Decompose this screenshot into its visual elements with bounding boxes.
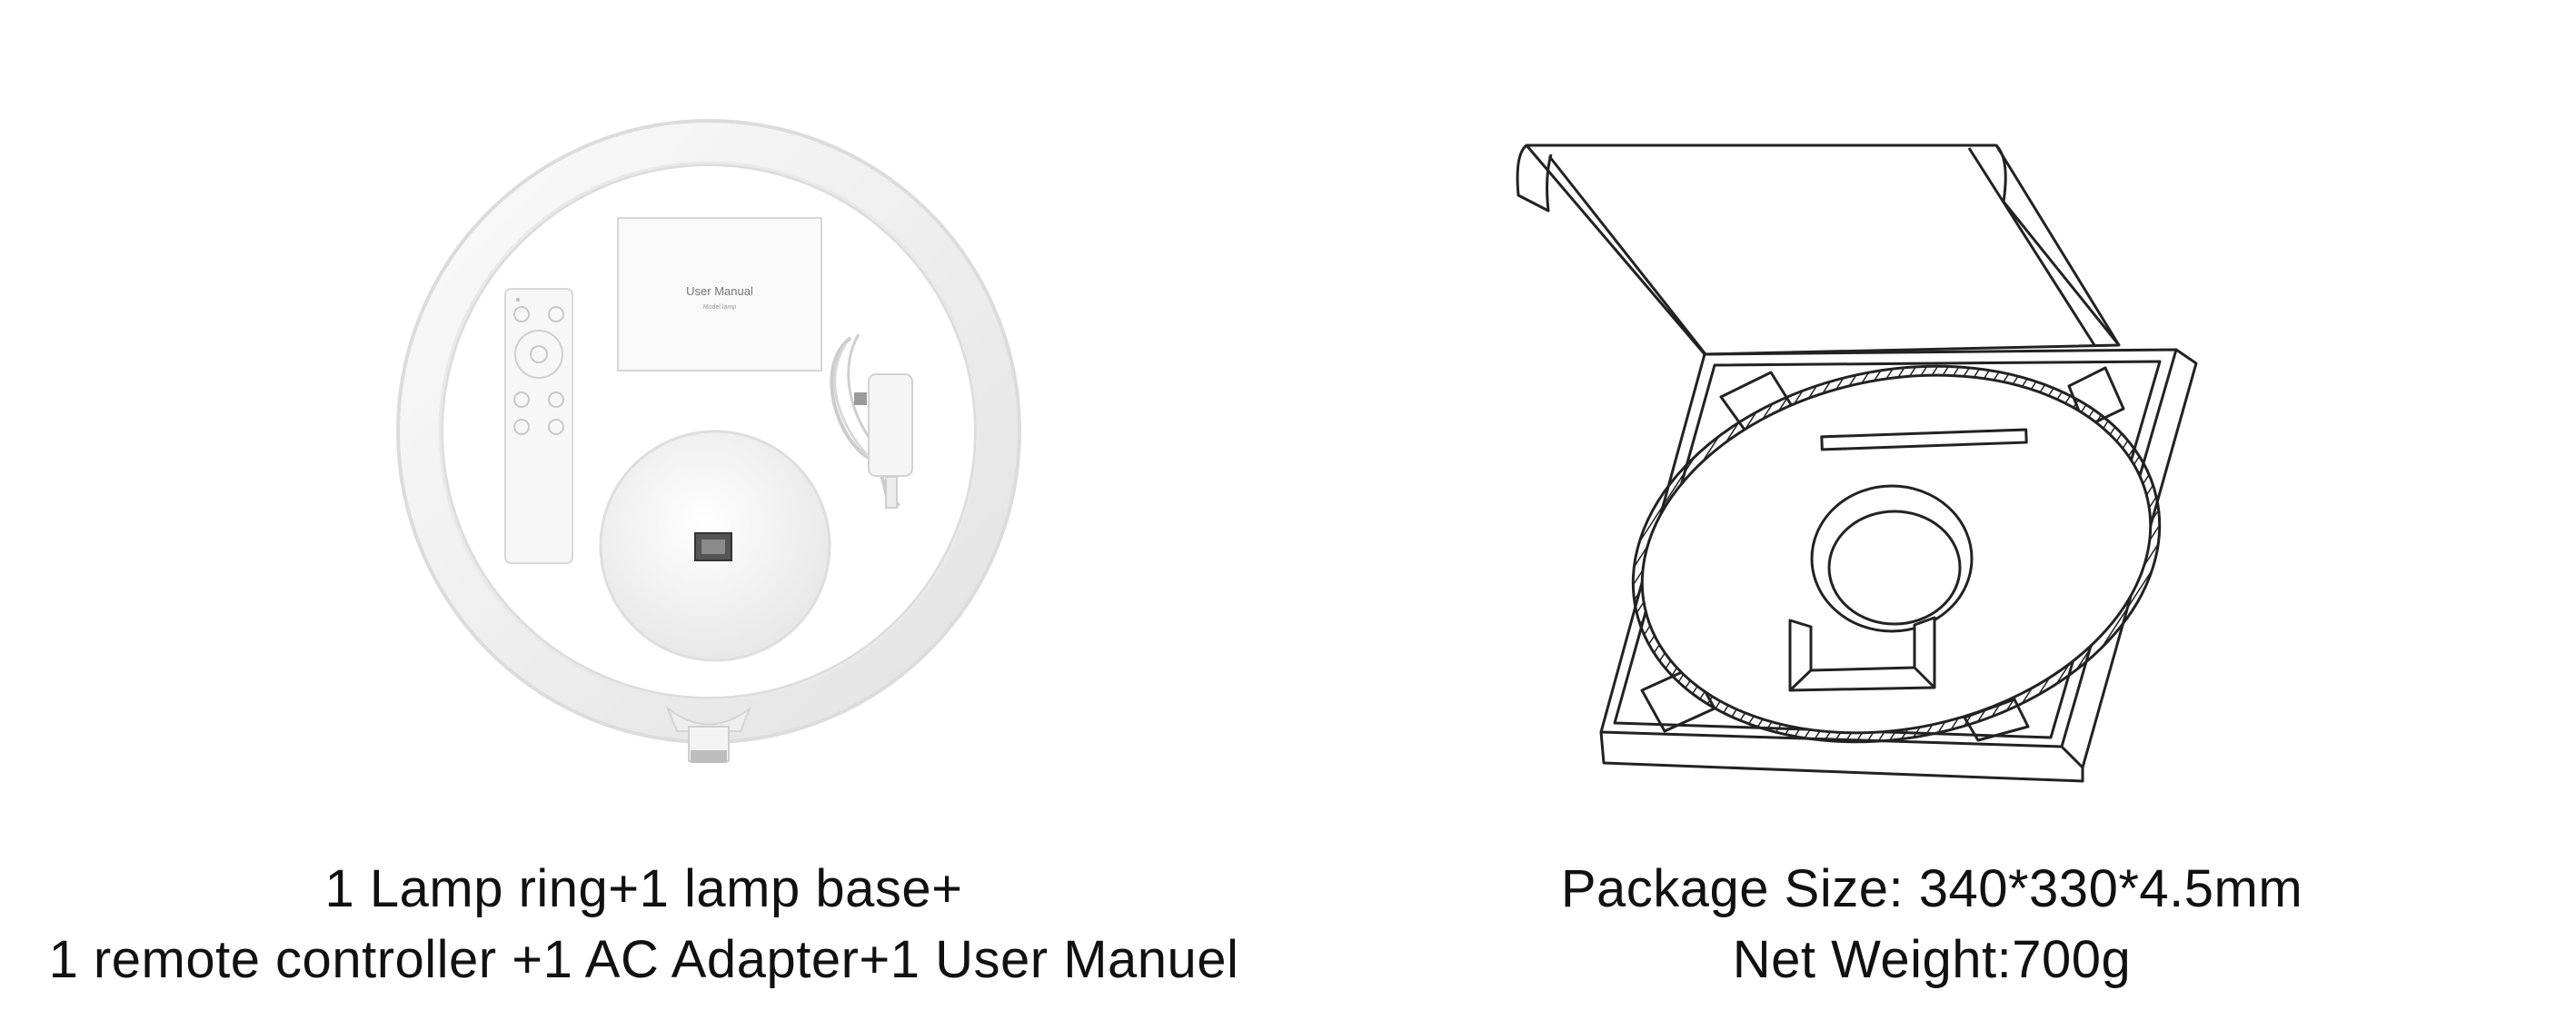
net-weight-text: Net Weight:700g <box>1732 930 2132 989</box>
user-manual: User Manual Model lamp <box>617 217 822 371</box>
remote-controller <box>504 288 573 564</box>
box-lid <box>1516 144 2121 356</box>
foam-insert <box>1631 364 2162 744</box>
contents-panel: User Manual Model lamp 1 Lamp ring+1 lam… <box>0 119 1288 995</box>
contents-caption: 1 Lamp ring+1 lamp base+ 1 remote contro… <box>0 854 1288 995</box>
package-panel: Package Size: 340*330*4.5mm Net Weight:7… <box>1288 0 2576 1030</box>
lamp-base <box>599 430 831 662</box>
package-size-text: Package Size: 340*330*4.5mm <box>1560 859 2303 918</box>
package-illustration <box>1516 144 2198 783</box>
contents-illustration: User Manual Model lamp <box>396 119 1021 763</box>
package-caption: Package Size: 340*330*4.5mm Net Weight:7… <box>1288 854 2576 995</box>
lamp-ring <box>396 119 1021 763</box>
manual-title-text: User Manual <box>686 284 753 298</box>
contents-caption-line-1: 1 Lamp ring+1 lamp base+ <box>324 859 963 918</box>
manual-subtitle-text: Model lamp <box>703 304 736 311</box>
ac-adapter <box>830 333 913 509</box>
contents-caption-line-2: 1 remote controller +1 AC Adapter+1 User… <box>48 930 1239 989</box>
